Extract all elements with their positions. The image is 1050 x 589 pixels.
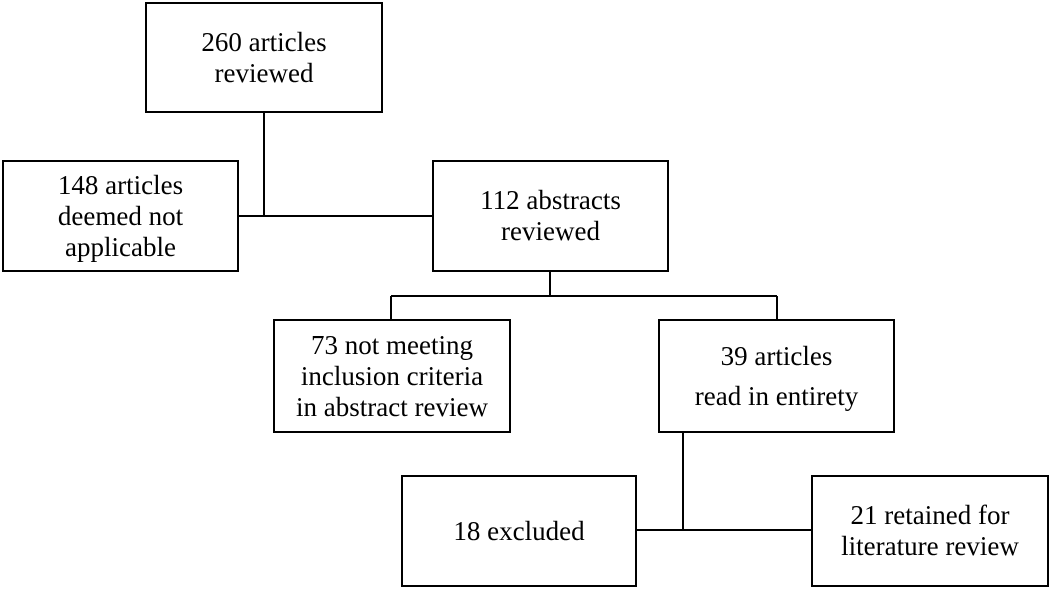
box-retained: 21 retained for literature review: [811, 475, 1049, 587]
box-text-line: 148 articles: [57, 169, 184, 200]
box-text-line: 73 not meeting: [311, 329, 473, 360]
box-text-line: deemed not: [57, 200, 184, 231]
box-text-line: reviewed: [214, 57, 314, 88]
box-text-line: literature review: [841, 531, 1019, 561]
box-text-line: 260 articles: [201, 26, 327, 57]
box-text-line: 39 articles: [720, 341, 833, 371]
box-not-meeting-criteria: 73 not meeting inclusion criteria in abs…: [273, 319, 511, 433]
box-text-line: applicable: [65, 231, 176, 262]
box-text-line: in abstract review: [296, 391, 488, 422]
box-text-line: 21 retained for: [850, 500, 1010, 530]
box-text-line: 18 excluded: [453, 515, 585, 546]
box-not-applicable: 148 articles deemed not applicable: [2, 160, 239, 272]
box-text-line: read in entirety: [694, 381, 859, 411]
box-articles-reviewed: 260 articles reviewed: [145, 2, 383, 113]
box-text-line: 112 abstracts: [480, 185, 621, 215]
box-abstracts-reviewed: 112 abstracts reviewed: [432, 160, 669, 272]
box-read-in-entirety: 39 articles read in entirety: [658, 319, 895, 433]
box-text-line: reviewed: [501, 216, 600, 246]
box-excluded: 18 excluded: [401, 475, 637, 587]
box-text-line: inclusion criteria: [300, 360, 484, 391]
